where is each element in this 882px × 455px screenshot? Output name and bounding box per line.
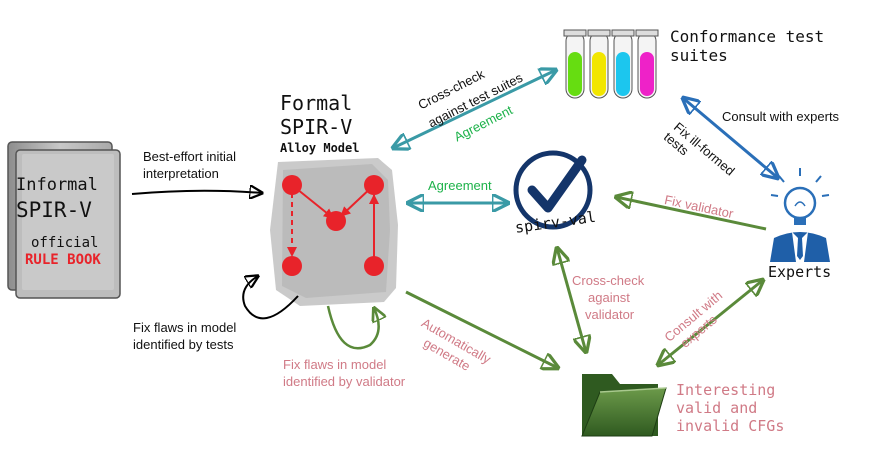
- crosscheck-validator-label-line2: against: [588, 290, 630, 305]
- arrow-fix-flaws-validator: [326, 306, 379, 350]
- fix-flaws-validator-label-line2: identified by validator: [283, 374, 406, 389]
- conformance-title-line1: Conformance test: [670, 27, 825, 46]
- consult-experts-label: Consult with experts: [722, 109, 840, 124]
- fix-flaws-validator-label-line1: Fix flaws in model: [283, 357, 387, 372]
- arrow-fix-flaws-tests: [242, 276, 299, 320]
- arrow-crosscheck-validator: [557, 248, 586, 352]
- crosscheck-validator-label-line1: Cross-check: [572, 273, 645, 288]
- test-tubes-icon: [563, 29, 659, 99]
- experts-label: Experts: [768, 263, 832, 281]
- informal-official-label: official: [31, 235, 99, 251]
- cfgs-label-line1: Interesting: [676, 381, 776, 399]
- arrow-consult-experts-bottom: [658, 280, 763, 365]
- crosscheck-validator-label-line3: validator: [585, 307, 635, 322]
- book-icon: [7, 141, 121, 299]
- alloy-model-graph-icon: [282, 175, 384, 276]
- arrow-auto-generate: [405, 290, 558, 368]
- arrow-consult-experts-top: [683, 98, 778, 178]
- folder-icon: [581, 374, 667, 437]
- conformance-title-line2: suites: [670, 46, 728, 65]
- formal-title-line2: SPIR-V: [280, 115, 353, 139]
- arrow-best-effort: [131, 191, 262, 194]
- arrow-fix-validator: [616, 197, 767, 231]
- best-effort-label-line1: Best-effort initial: [143, 149, 236, 164]
- cfgs-label-line3: invalid CFGs: [676, 417, 785, 435]
- best-effort-label-line2: interpretation: [143, 166, 219, 181]
- formal-subtitle: Alloy Model: [280, 141, 360, 155]
- arrow-crosscheck-suites: [393, 70, 556, 148]
- informal-title-line2: SPIR-V: [16, 198, 92, 222]
- informal-title-line1: Informal: [16, 175, 98, 195]
- formal-title-line1: Formal: [280, 91, 353, 115]
- expert-lightbulb-icon: [770, 168, 830, 262]
- fix-flaws-tests-label-line2: identified by tests: [133, 337, 234, 352]
- fix-flaws-tests-label-line1: Fix flaws in model: [133, 320, 237, 335]
- cfgs-label-line2: valid and: [676, 399, 758, 417]
- informal-rulebook-label: RULE BOOK: [25, 252, 101, 268]
- agreement-mid-label: Agreement: [428, 178, 492, 193]
- checkmark-icon: [513, 150, 593, 230]
